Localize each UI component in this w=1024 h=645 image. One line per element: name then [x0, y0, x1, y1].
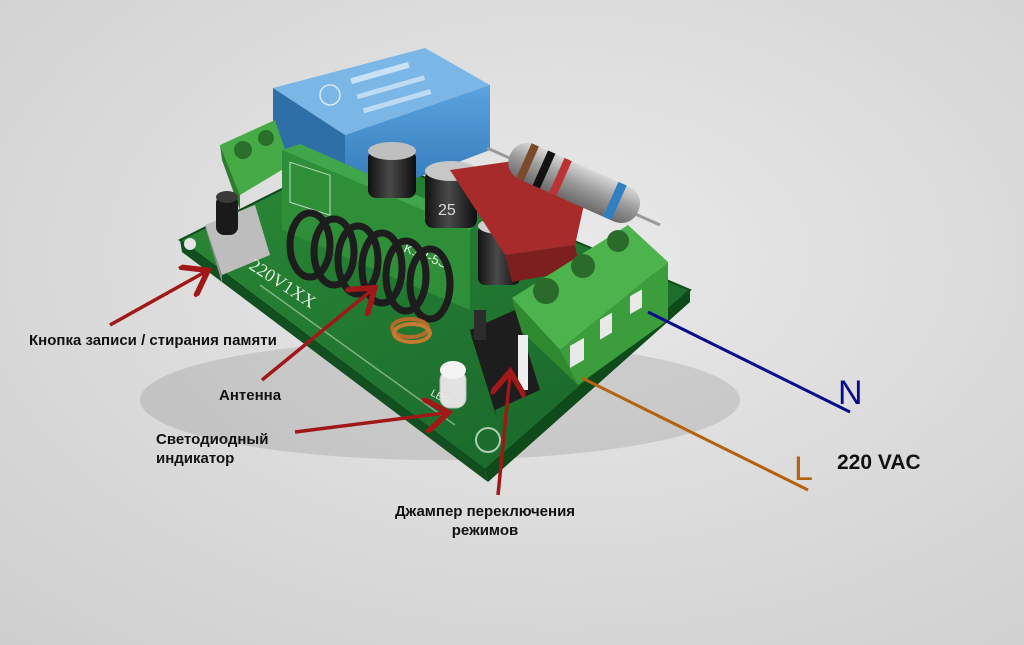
led-label-line2: индикатор — [156, 450, 235, 467]
antenna-label: Антенна — [219, 387, 282, 404]
annotation-arrows — [109, 272, 510, 496]
left-terminal-block — [220, 120, 290, 210]
resistor — [486, 142, 661, 227]
arrow-jumper — [498, 375, 510, 496]
line-letter: L — [794, 450, 813, 488]
arrow-led — [294, 413, 445, 434]
jumper-label-line1: Джампер переключения — [394, 503, 576, 520]
voltage-label: 220 VAC — [837, 451, 921, 474]
jumper-label: Джампер переключения режимов — [386, 502, 584, 540]
arrow-button — [109, 272, 205, 327]
jumper-label-line2: режимов — [451, 522, 519, 539]
neutral-wire — [647, 310, 851, 414]
button-label: Кнопка записи / стирания памяти — [29, 332, 277, 349]
capacitor-mark: 25 — [438, 202, 456, 219]
line-wire — [581, 376, 809, 492]
push-button — [205, 191, 270, 283]
antenna-coil — [286, 209, 454, 344]
led-label-line1: Светодиодный — [156, 431, 269, 448]
neutral-letter: N — [838, 374, 863, 412]
led-label: Светодиодный индикатор — [156, 430, 268, 468]
arrow-antenna — [260, 290, 372, 382]
right-terminal-block — [512, 225, 668, 385]
